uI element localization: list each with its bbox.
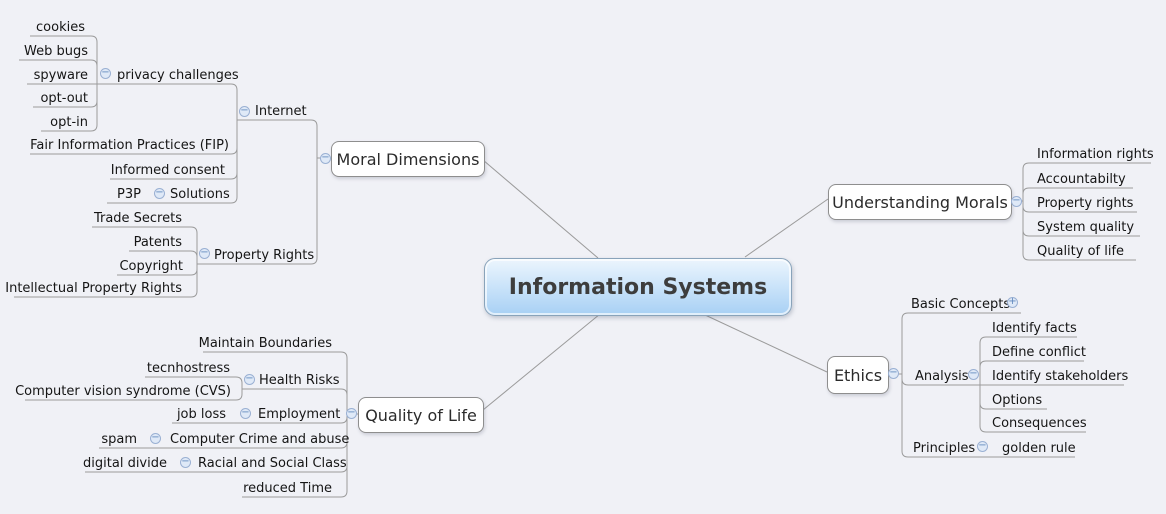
collapse-icon-ethics[interactable] [888, 368, 899, 379]
edge-ipr [14, 264, 198, 298]
edge-central-quality-of-life [482, 313, 601, 411]
topic-accountabilty[interactable]: Accountabilty [1037, 172, 1126, 187]
edge-privacy-challenges [97, 83, 238, 120]
expand-icon-basic-concepts[interactable] [1007, 297, 1018, 308]
topic-informed-consent[interactable]: Informed consent [110, 163, 225, 178]
topic-computer-vision-syndrome[interactable]: Computer vision syndrome (CVS) [15, 384, 231, 399]
topic-trade-secrets[interactable]: Trade Secrets [93, 211, 182, 226]
edge-information-rights [1022, 162, 1151, 201]
edge-identify-facts [979, 336, 1077, 385]
topic-employment[interactable]: Employment [258, 407, 341, 422]
edge-consequences [979, 385, 1086, 433]
collapse-icon-privacy-challenges[interactable] [100, 68, 111, 79]
topic-privacy-challenges[interactable]: privacy challenges [117, 68, 239, 83]
topic-identify-stakeholders[interactable]: Identify stakeholders [992, 369, 1129, 384]
topic-job-loss[interactable]: job loss [176, 407, 226, 422]
edge-trade-secrets [92, 226, 198, 264]
topic-principles[interactable]: Principles [913, 441, 976, 456]
topic-opt-in[interactable]: opt-in [50, 115, 88, 130]
collapse-icon-moral-dimensions[interactable] [320, 153, 331, 164]
topic-solutions[interactable]: Solutions [170, 187, 230, 202]
topic-health-risks[interactable]: Health Risks [259, 373, 340, 388]
collapse-icon-solutions[interactable] [154, 188, 165, 199]
topic-moral-dimensions[interactable]: Moral Dimensions [331, 141, 485, 177]
edge-cookies [30, 35, 98, 84]
topic-basic-concepts[interactable]: Basic Concepts [911, 297, 1011, 312]
topic-analysis[interactable]: Analysis [915, 369, 969, 384]
topic-understanding-morals[interactable]: Understanding Morals [828, 184, 1012, 220]
edge-cvs [25, 389, 243, 401]
topic-spam[interactable]: spam [101, 432, 137, 447]
edge-quality-of-life-um [1022, 201, 1136, 261]
edge-moral-dimensions-central [482, 159, 599, 259]
edge-property-rights [197, 158, 318, 265]
topic-quality-of-life[interactable]: Quality of Life [358, 397, 484, 433]
collapse-icon-internet[interactable] [239, 106, 250, 117]
edge-tecnhostress [145, 376, 243, 389]
collapse-icon-analysis[interactable] [968, 369, 979, 380]
collapse-icon-quality-of-life[interactable] [346, 408, 357, 419]
topic-internet[interactable]: Internet [255, 104, 307, 119]
collapse-icon-understanding-morals[interactable] [1011, 196, 1022, 207]
edge-web-bugs [19, 59, 98, 84]
topic-fair-information-practices[interactable]: Fair Information Practices (FIP) [30, 138, 229, 153]
topic-golden-rule[interactable]: golden rule [1002, 441, 1076, 456]
topic-intellectual-property-rights[interactable]: Intellectual Property Rights [5, 281, 182, 296]
topic-opt-out[interactable]: opt-out [40, 91, 88, 106]
edge-health-risks [242, 388, 348, 414]
topic-property-rights[interactable]: Property Rights [214, 248, 315, 263]
topic-copyright[interactable]: Copyright [119, 259, 183, 274]
edge-central-ethics [702, 313, 828, 373]
edge-solutions [107, 120, 238, 204]
collapse-icon-computer-crime[interactable] [150, 433, 161, 444]
topic-computer-crime-and-abuse[interactable]: Computer Crime and abuse [170, 432, 350, 447]
topic-identify-facts[interactable]: Identify facts [992, 321, 1077, 336]
topic-patents[interactable]: Patents [133, 235, 182, 250]
edge-basic-concepts [901, 312, 1021, 374]
topic-ethics[interactable]: Ethics [827, 356, 889, 394]
collapse-icon-health-risks[interactable] [244, 374, 255, 385]
collapse-icon-property-rights[interactable] [199, 248, 210, 259]
topic-define-conflict[interactable]: Define conflict [992, 345, 1086, 360]
topic-digital-divide[interactable]: digital divide [83, 456, 167, 471]
topic-p3p[interactable]: P3P [117, 187, 141, 202]
central-topic-information-systems[interactable]: Information Systems [484, 258, 792, 316]
topic-web-bugs[interactable]: Web bugs [24, 44, 88, 59]
topic-maintain-boundaries[interactable]: Maintain Boundaries [198, 336, 332, 351]
edge-internet [237, 119, 318, 158]
topic-property-rights-um[interactable]: Property rights [1037, 196, 1134, 211]
topic-spyware[interactable]: spyware [33, 68, 88, 83]
collapse-icon-racial-social-class[interactable] [180, 457, 191, 468]
collapse-icon-principles[interactable] [977, 441, 988, 452]
edge-reduced-time [242, 414, 348, 498]
topic-system-quality[interactable]: System quality [1037, 220, 1135, 235]
edge-opt-in [41, 84, 98, 132]
edge-maintain-boundaries [203, 351, 348, 414]
topic-options[interactable]: Options [992, 393, 1043, 408]
edge-patents [129, 250, 198, 264]
edge-central-understanding-morals [744, 198, 829, 258]
topic-tecnhostress[interactable]: tecnhostress [146, 361, 230, 376]
collapse-icon-employment[interactable] [240, 408, 251, 419]
topic-information-rights[interactable]: Information rights [1037, 147, 1154, 162]
edge-principles [901, 374, 1075, 458]
topic-cookies[interactable]: cookies [36, 20, 85, 35]
topic-reduced-time[interactable]: reduced Time [243, 481, 332, 496]
topic-racial-and-social-class[interactable]: Racial and Social Class [198, 456, 347, 471]
edge-accountabilty [1022, 187, 1133, 201]
edge-define-conflict [979, 360, 1084, 385]
topic-consequences[interactable]: Consequences [992, 416, 1087, 431]
topic-quality-of-life-um[interactable]: Quality of life [1037, 244, 1125, 259]
